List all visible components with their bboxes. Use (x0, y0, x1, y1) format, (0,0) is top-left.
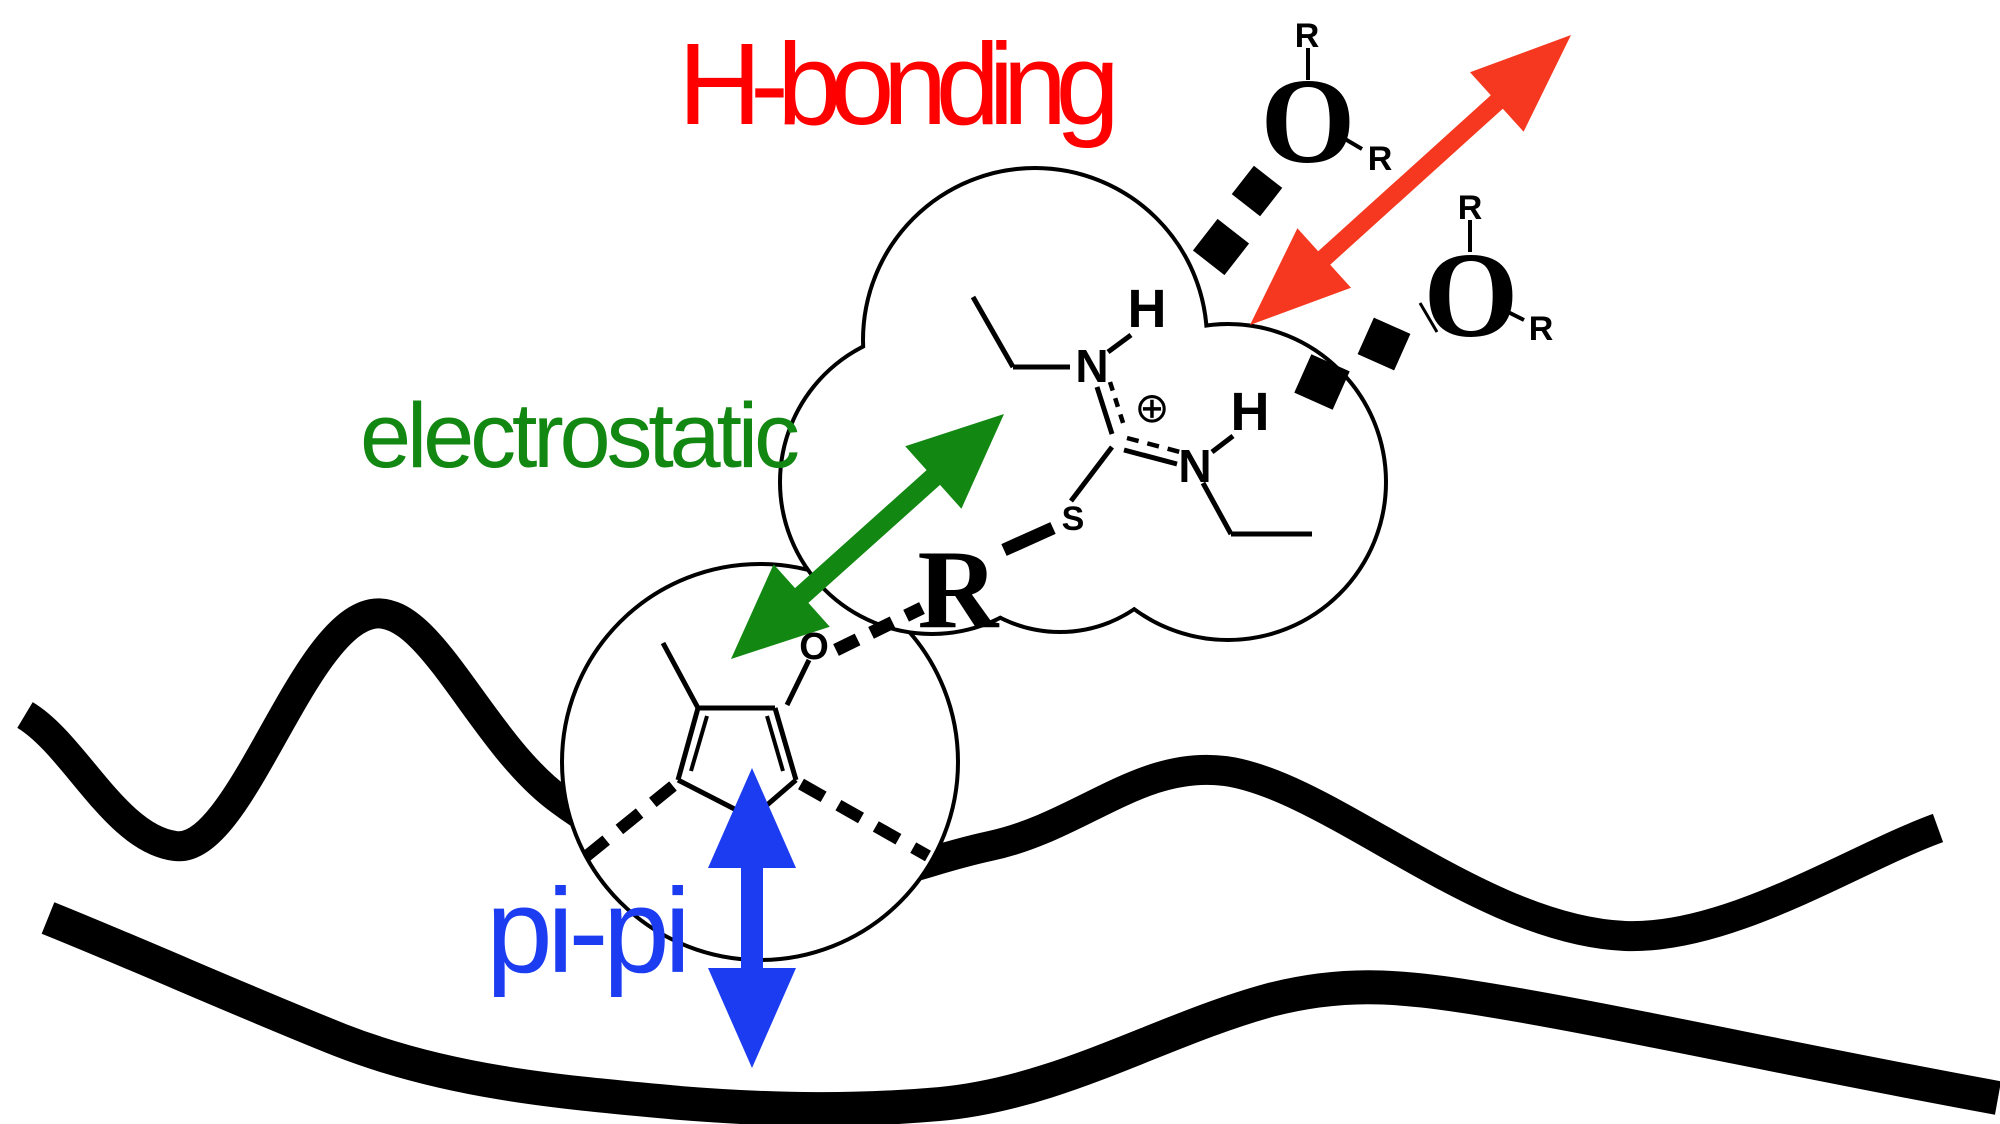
bond-o-ring (784, 658, 812, 707)
atom-h-left: H (1128, 279, 1167, 339)
atom-labels: H N H N ⊕ S O R O R R O R R (799, 17, 1553, 668)
h-bond-dashes (1192, 165, 1411, 410)
lower-surface-line (41, 902, 2000, 1124)
positive-charge-icon: ⊕ (1134, 384, 1169, 431)
atom-o-ether2: O (1424, 228, 1519, 363)
electrostatic-label: electrostatic (360, 385, 800, 487)
bond-o2-lone-tick (1418, 302, 1439, 333)
bond-n1-c-dashed (1107, 381, 1128, 430)
upper-surface-line (16, 598, 1944, 952)
atom-r-ether2-top: R (1458, 189, 1483, 227)
atom-o-ether1: O (1261, 54, 1356, 189)
atom-h-right: H (1231, 382, 1270, 442)
bond-n1-c (1094, 386, 1115, 435)
h-bond-dash-diamond (1294, 354, 1350, 410)
bond-o1-r-side (1343, 137, 1364, 151)
ring-double-bond-right (765, 715, 785, 772)
bond-ethyl1-a (970, 295, 1016, 369)
bond-c-s (1069, 445, 1114, 503)
atom-r-ether1-top: R (1295, 17, 1320, 55)
h-bond-dash-diamond (1357, 317, 1411, 371)
bond-r-o-dashed (833, 602, 925, 656)
electrostatic-arrow (731, 414, 1004, 659)
h-bonding-label: H-bonding (678, 19, 1120, 149)
bond-n1-h1 (1106, 332, 1133, 355)
atom-n-left: N (1075, 340, 1108, 392)
atom-s: S (1062, 500, 1085, 538)
atom-r-linker: R (918, 528, 1000, 652)
bond-ethyl2-a (1200, 481, 1234, 536)
molecule-bonds (784, 48, 1525, 707)
ring-methyl-bond (660, 641, 701, 710)
ring-double-bond-left (689, 715, 709, 772)
h-bond-dash-diamond (1231, 165, 1283, 217)
bond-s-r (1001, 522, 1056, 556)
atom-o-ring: O (799, 626, 829, 668)
pi-pi-arrow (708, 768, 796, 1068)
bond-o2-r-side (1505, 309, 1525, 322)
aromatic-ring (569, 641, 931, 872)
h-bonding-arrow (1250, 35, 1571, 325)
ring-dash-left (569, 781, 677, 872)
cation-cloud (778, 166, 1388, 642)
atom-n-right: N (1178, 440, 1211, 492)
bond-n2-h2 (1210, 434, 1235, 454)
bond-c-n2 (1123, 447, 1178, 467)
ring-dash-right (798, 778, 931, 862)
atom-r-ether1-side: R (1368, 140, 1393, 178)
atom-r-ether2-side: R (1529, 310, 1554, 348)
pi-pi-label: pi-pi (486, 864, 691, 998)
h-bond-dash-diamond (1192, 218, 1250, 276)
bond-c-n2-dashed (1126, 435, 1181, 455)
surface-lines (16, 598, 2000, 1124)
